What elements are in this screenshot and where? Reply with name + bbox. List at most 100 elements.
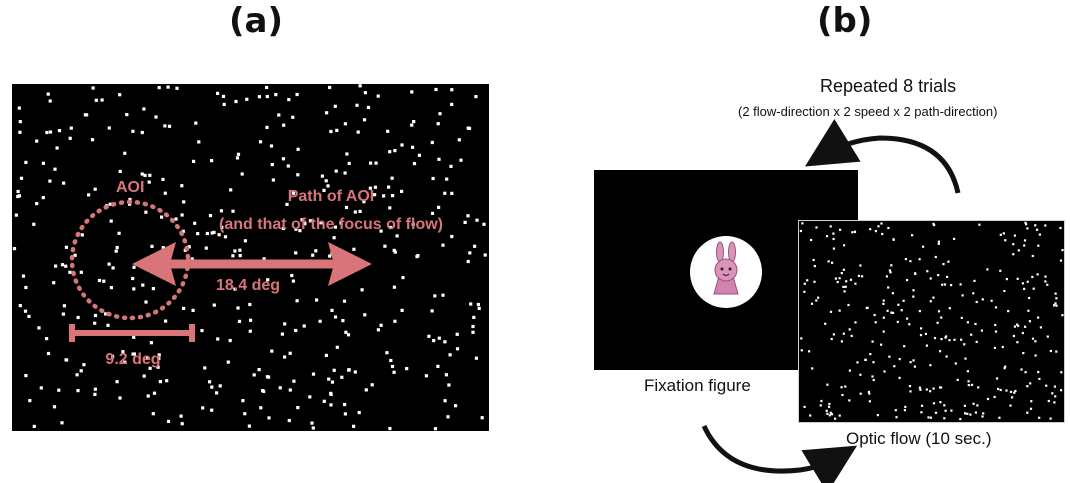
dot <box>444 399 447 402</box>
dot <box>946 355 948 357</box>
dot <box>81 233 84 236</box>
dot <box>881 233 883 235</box>
dot <box>116 246 119 249</box>
dot <box>1025 371 1027 373</box>
dot <box>161 178 164 181</box>
dot <box>65 246 68 249</box>
dot <box>294 329 297 332</box>
dot <box>328 86 331 89</box>
dot <box>28 399 31 402</box>
dot <box>804 283 806 285</box>
dot <box>76 373 79 376</box>
optic-flow-caption: Optic flow (10 sec.) <box>846 429 992 449</box>
dot <box>926 388 928 390</box>
dot <box>930 300 932 302</box>
dot <box>236 156 239 159</box>
dot <box>386 130 389 133</box>
dot <box>1004 239 1006 241</box>
dot <box>58 129 61 132</box>
dot <box>432 339 435 342</box>
dot <box>1016 341 1018 343</box>
dot <box>193 222 196 225</box>
dot <box>377 328 380 331</box>
dot <box>938 241 940 243</box>
dot <box>813 281 815 283</box>
dot <box>132 287 135 290</box>
dot <box>343 300 346 303</box>
dot <box>180 184 183 187</box>
dot <box>244 239 247 242</box>
dot <box>811 367 813 369</box>
dot <box>920 334 922 336</box>
dot <box>475 219 478 222</box>
dot <box>154 115 157 118</box>
dot <box>964 405 966 407</box>
fixation-caption: Fixation figure <box>644 376 751 396</box>
dot <box>229 339 232 342</box>
dot <box>1050 418 1052 420</box>
dot <box>942 263 944 265</box>
dot <box>849 370 851 372</box>
dot <box>343 403 346 406</box>
dot <box>401 309 404 312</box>
dot <box>365 388 368 391</box>
dot <box>899 377 901 379</box>
dot <box>935 412 937 414</box>
dot <box>1036 229 1038 231</box>
dot <box>163 124 166 127</box>
dot <box>466 214 469 217</box>
dot <box>464 221 467 224</box>
dot <box>95 99 98 102</box>
dot <box>92 86 95 89</box>
dot <box>869 400 871 402</box>
dot <box>279 386 282 389</box>
dot <box>976 301 978 303</box>
dot <box>844 290 846 292</box>
dot <box>1045 385 1047 387</box>
dot <box>960 283 962 285</box>
dot <box>813 259 815 261</box>
dot <box>892 312 894 314</box>
repeat-subtitle: (2 flow-direction x 2 speed x 2 path-dir… <box>738 104 997 119</box>
dot <box>449 165 452 168</box>
dot <box>308 395 311 398</box>
dot <box>940 317 942 319</box>
dot <box>220 209 223 212</box>
dot <box>800 337 802 339</box>
dot <box>333 369 336 372</box>
dot <box>1026 227 1028 229</box>
dot <box>68 271 71 274</box>
dot <box>15 214 18 217</box>
dot <box>839 229 841 231</box>
dot <box>886 275 888 277</box>
dot <box>968 380 970 382</box>
dot <box>922 246 924 248</box>
optic-flow-drawing <box>799 221 1064 422</box>
dot <box>926 345 928 347</box>
dot <box>94 388 97 391</box>
dot <box>957 379 959 381</box>
dot <box>1024 239 1026 241</box>
dot <box>348 162 351 165</box>
dot <box>289 388 292 391</box>
dot <box>319 320 322 323</box>
dot <box>345 206 348 209</box>
dot <box>998 417 1000 419</box>
dot <box>441 244 444 247</box>
dot <box>964 358 966 360</box>
dot <box>205 247 208 250</box>
dot <box>919 258 921 260</box>
dot <box>200 329 203 332</box>
dot <box>471 331 474 334</box>
dot <box>809 414 811 416</box>
dot <box>1055 293 1057 295</box>
random-dot-field <box>13 84 487 430</box>
dot <box>962 294 964 296</box>
dot <box>826 235 828 237</box>
dot <box>69 137 72 140</box>
dot <box>1037 317 1039 319</box>
dot <box>1009 405 1011 407</box>
dot <box>118 93 121 96</box>
dot <box>380 324 383 327</box>
